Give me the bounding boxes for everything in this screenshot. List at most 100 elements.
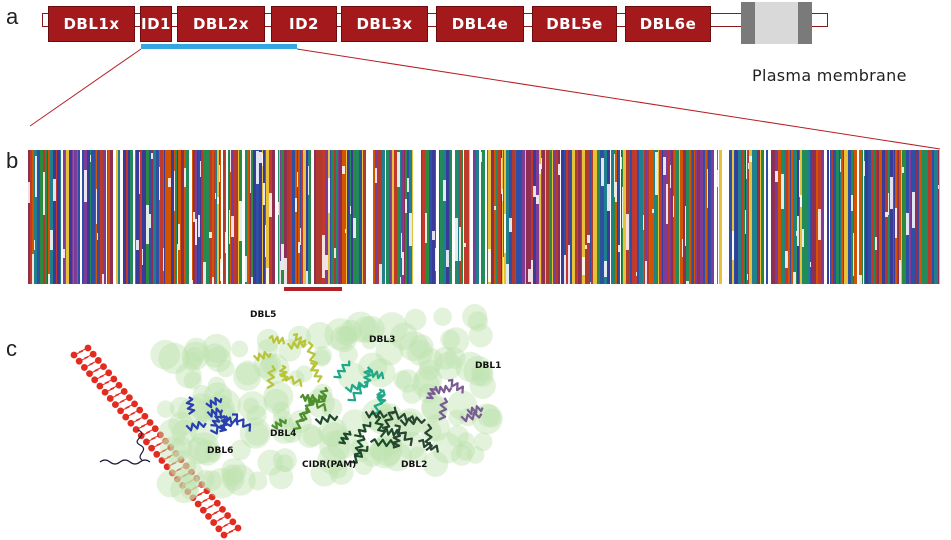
alignment-gap	[748, 163, 749, 169]
alignment-column	[506, 150, 509, 284]
alignment-gap	[345, 229, 346, 233]
panel-label-b: b	[6, 148, 19, 173]
alignment-column	[723, 150, 725, 284]
surface-sphere	[398, 331, 429, 362]
surface-sphere	[221, 464, 244, 487]
alignment-gap	[43, 172, 45, 215]
lipid-head	[148, 444, 155, 452]
alignment-gap	[455, 218, 458, 261]
alignment-column	[73, 150, 74, 284]
alignment-column	[899, 150, 901, 284]
alignment-column	[281, 150, 284, 284]
surface-sphere	[297, 423, 322, 448]
alignment-gap	[97, 233, 98, 240]
alignment-column	[427, 150, 429, 284]
alignment-column	[636, 150, 637, 284]
alignment-column	[57, 150, 60, 284]
alignment-gap	[645, 261, 647, 284]
alignment-column	[292, 150, 295, 284]
surface-sphere	[202, 333, 232, 363]
lipid-head	[224, 512, 232, 519]
alignment-column	[175, 150, 177, 284]
lipid-head	[189, 494, 197, 502]
surface-sphere	[358, 315, 385, 343]
alignment-column	[272, 150, 275, 284]
alignment-column	[470, 150, 473, 284]
alignment-gap	[266, 268, 269, 284]
surface-sphere	[195, 469, 215, 489]
lipid-head	[174, 475, 181, 483]
alignment-column	[43, 150, 45, 284]
alignment-column	[491, 150, 492, 284]
alignment-column	[311, 150, 314, 284]
alignment-gap	[250, 150, 251, 193]
alignment-column	[238, 150, 239, 284]
label-cidr: CIDR(PAM)	[302, 460, 357, 470]
alignment-gap	[32, 254, 34, 284]
alignment-column	[526, 150, 528, 284]
alignment-column	[87, 150, 90, 284]
alignment-gap	[102, 274, 104, 284]
alignment-column	[749, 150, 752, 284]
alignment-column	[338, 150, 339, 284]
alignment-column	[459, 150, 461, 284]
dbl6-ribbon	[206, 407, 224, 418]
alignment-column	[670, 150, 671, 284]
alignment-column	[568, 150, 570, 284]
surface-sphere	[312, 346, 332, 366]
dbl5-ribbon	[292, 333, 307, 348]
surface-sphere	[418, 359, 440, 381]
alignment-column	[308, 150, 309, 284]
alignment-column	[90, 150, 91, 284]
alignment-column	[262, 150, 263, 284]
alignment-column	[450, 150, 452, 284]
lipid-head	[141, 412, 149, 420]
surface-sphere	[444, 347, 466, 369]
alignment-column	[671, 150, 673, 284]
alignment-column	[620, 150, 621, 284]
alignment-column	[373, 150, 375, 284]
alignment-column	[139, 150, 140, 284]
alignment-column	[888, 150, 889, 284]
alignment-column	[509, 150, 512, 284]
alignment-gap	[673, 196, 674, 217]
alignment-gap	[284, 258, 287, 284]
alignment-gap	[568, 245, 570, 284]
lipid-head	[91, 376, 99, 384]
alignment-column	[178, 150, 180, 284]
alignment-column	[614, 150, 615, 284]
alignment-column	[734, 150, 735, 284]
alignment-gap	[35, 156, 37, 197]
alignment-column	[40, 150, 43, 284]
alignment-column	[280, 150, 281, 284]
alignment-column	[113, 150, 114, 284]
dbl3-ribbon	[376, 388, 387, 406]
alignment-column	[755, 150, 757, 284]
surface-sphere	[466, 445, 485, 464]
surface-sphere	[361, 333, 378, 350]
alignment-column	[461, 150, 463, 284]
alignment-gap	[503, 257, 504, 284]
alignment-column	[910, 150, 911, 284]
alignment-column	[813, 150, 816, 284]
alignment-column	[703, 150, 705, 284]
alignment-gap	[799, 160, 800, 197]
alignment-gap	[666, 184, 668, 224]
alignment-column	[738, 150, 741, 284]
alignment-gap	[906, 213, 909, 235]
alignment-gap	[136, 240, 139, 250]
alignment-column	[69, 150, 72, 284]
lipid-head	[179, 481, 187, 489]
surface-sphere	[183, 371, 202, 390]
alignment-column	[284, 150, 287, 284]
surface-sphere	[376, 312, 408, 344]
cidr-ribbon	[382, 427, 401, 437]
alignment-gap	[618, 245, 620, 252]
lipid-head	[122, 413, 130, 421]
alignment-column	[582, 150, 585, 284]
alignment-column	[449, 150, 450, 284]
alignment-column	[807, 150, 810, 284]
alignment-column	[939, 150, 940, 284]
alignment-gap	[225, 232, 226, 253]
alignment-column	[644, 150, 645, 284]
